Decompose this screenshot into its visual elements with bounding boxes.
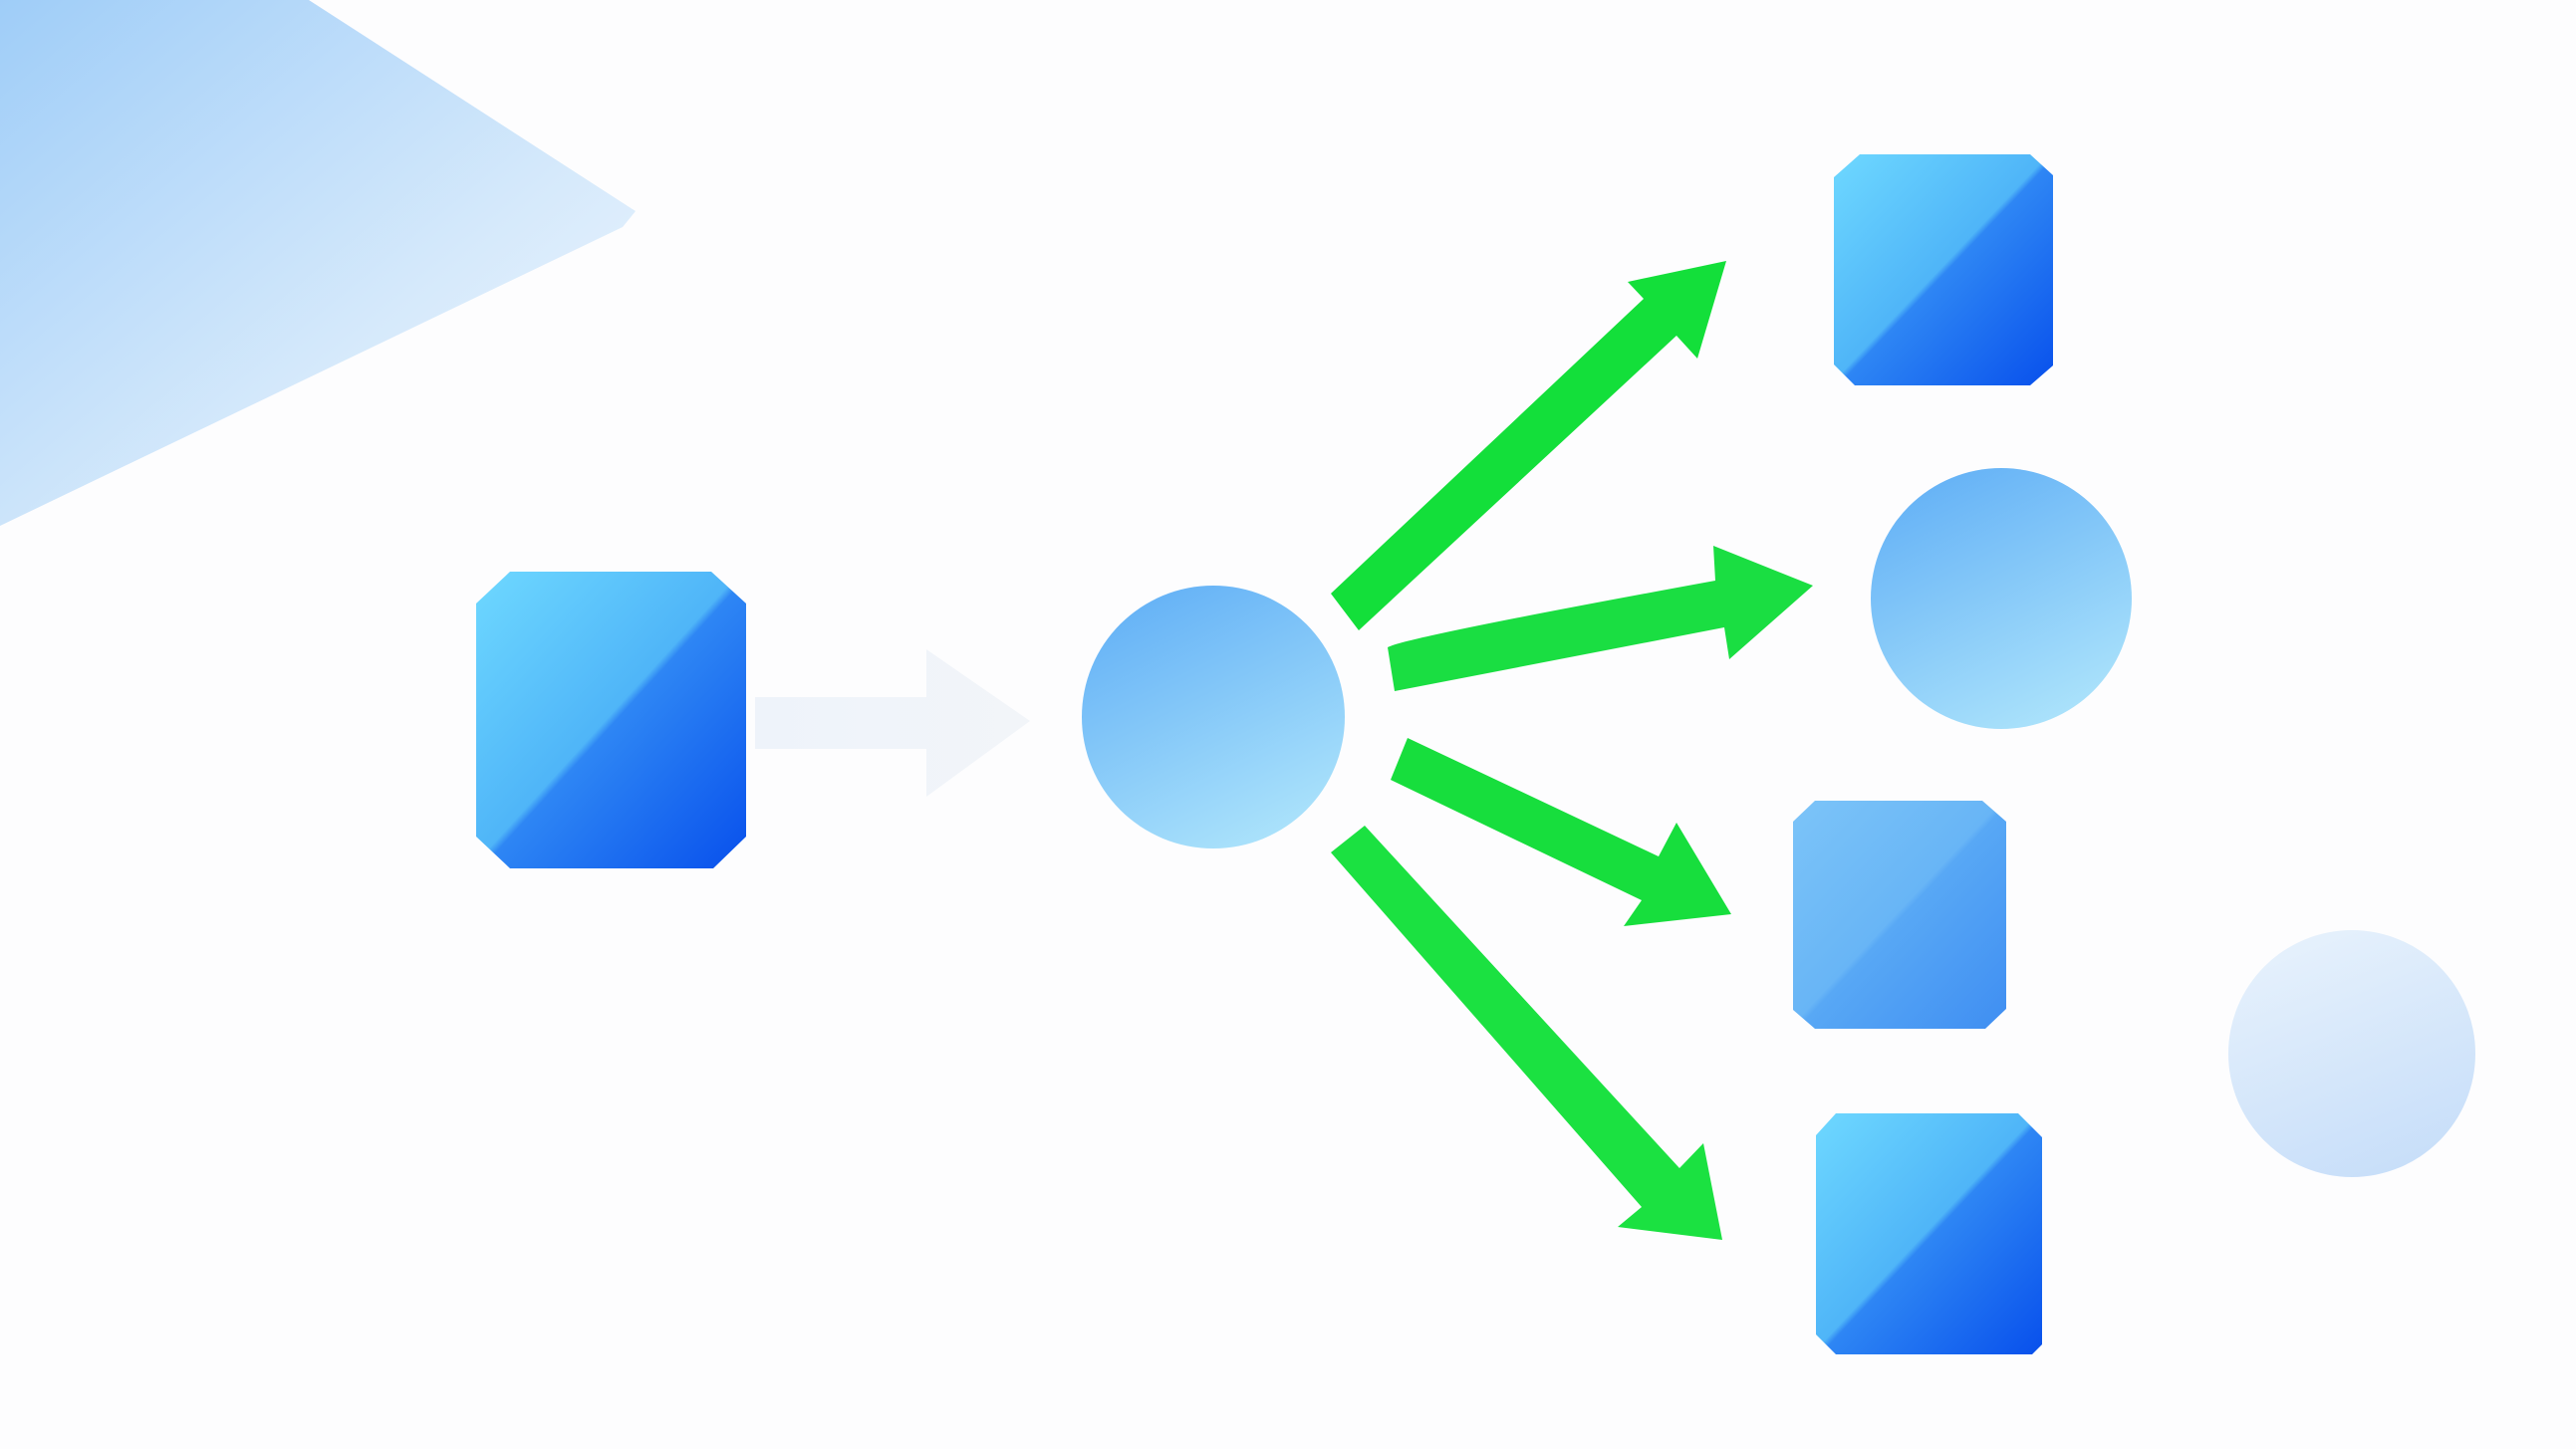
target-square-3-node <box>1793 801 2006 1029</box>
faded-arrow-source-to-hub <box>755 649 1030 797</box>
target-circle-2-node <box>1871 468 2132 729</box>
arrow-hub-to-target-1 <box>1331 261 1726 630</box>
hub-circle-node <box>1082 586 1345 848</box>
faint-circle-node <box>2228 930 2475 1177</box>
arrow-hub-to-target-3 <box>1391 738 1731 926</box>
target-square-4-node <box>1816 1113 2042 1354</box>
arrow-hub-to-target-4 <box>1331 826 1722 1240</box>
corner-wedge-shape <box>0 0 636 526</box>
source-square-node <box>476 572 746 868</box>
target-square-1-node <box>1834 154 2053 385</box>
arrow-hub-to-target-2 <box>1388 546 1813 691</box>
